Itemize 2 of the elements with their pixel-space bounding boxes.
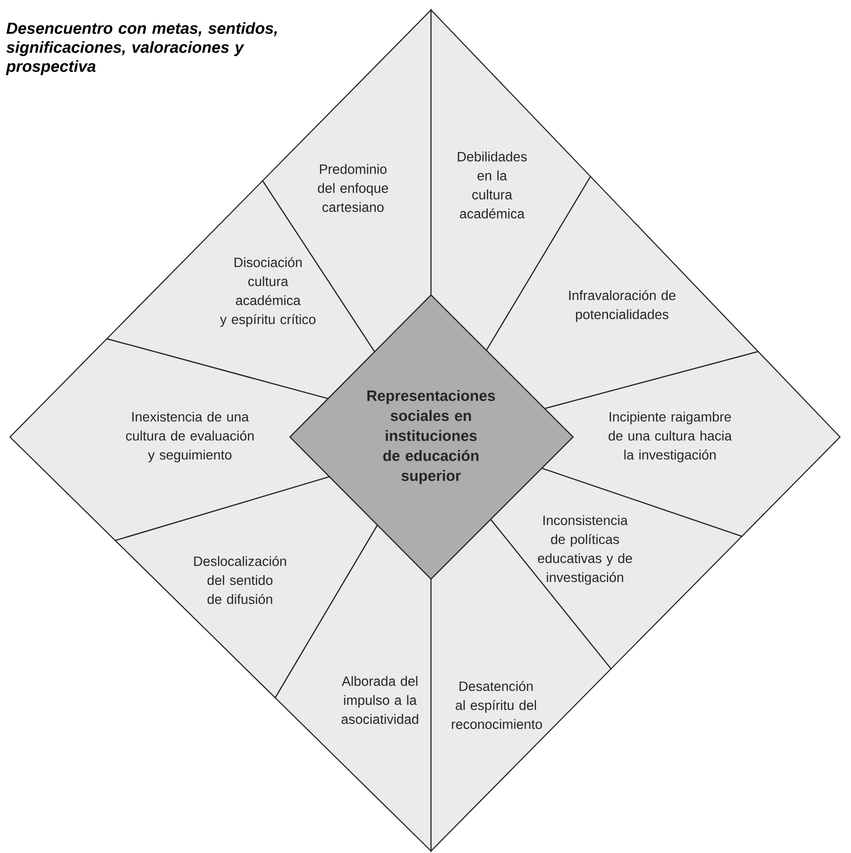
node-label: Incipiente raigambre de una cultura hacia la investigación [608,412,732,462]
node-label: Desatención al espíritu del reconocimiento [452,680,542,730]
